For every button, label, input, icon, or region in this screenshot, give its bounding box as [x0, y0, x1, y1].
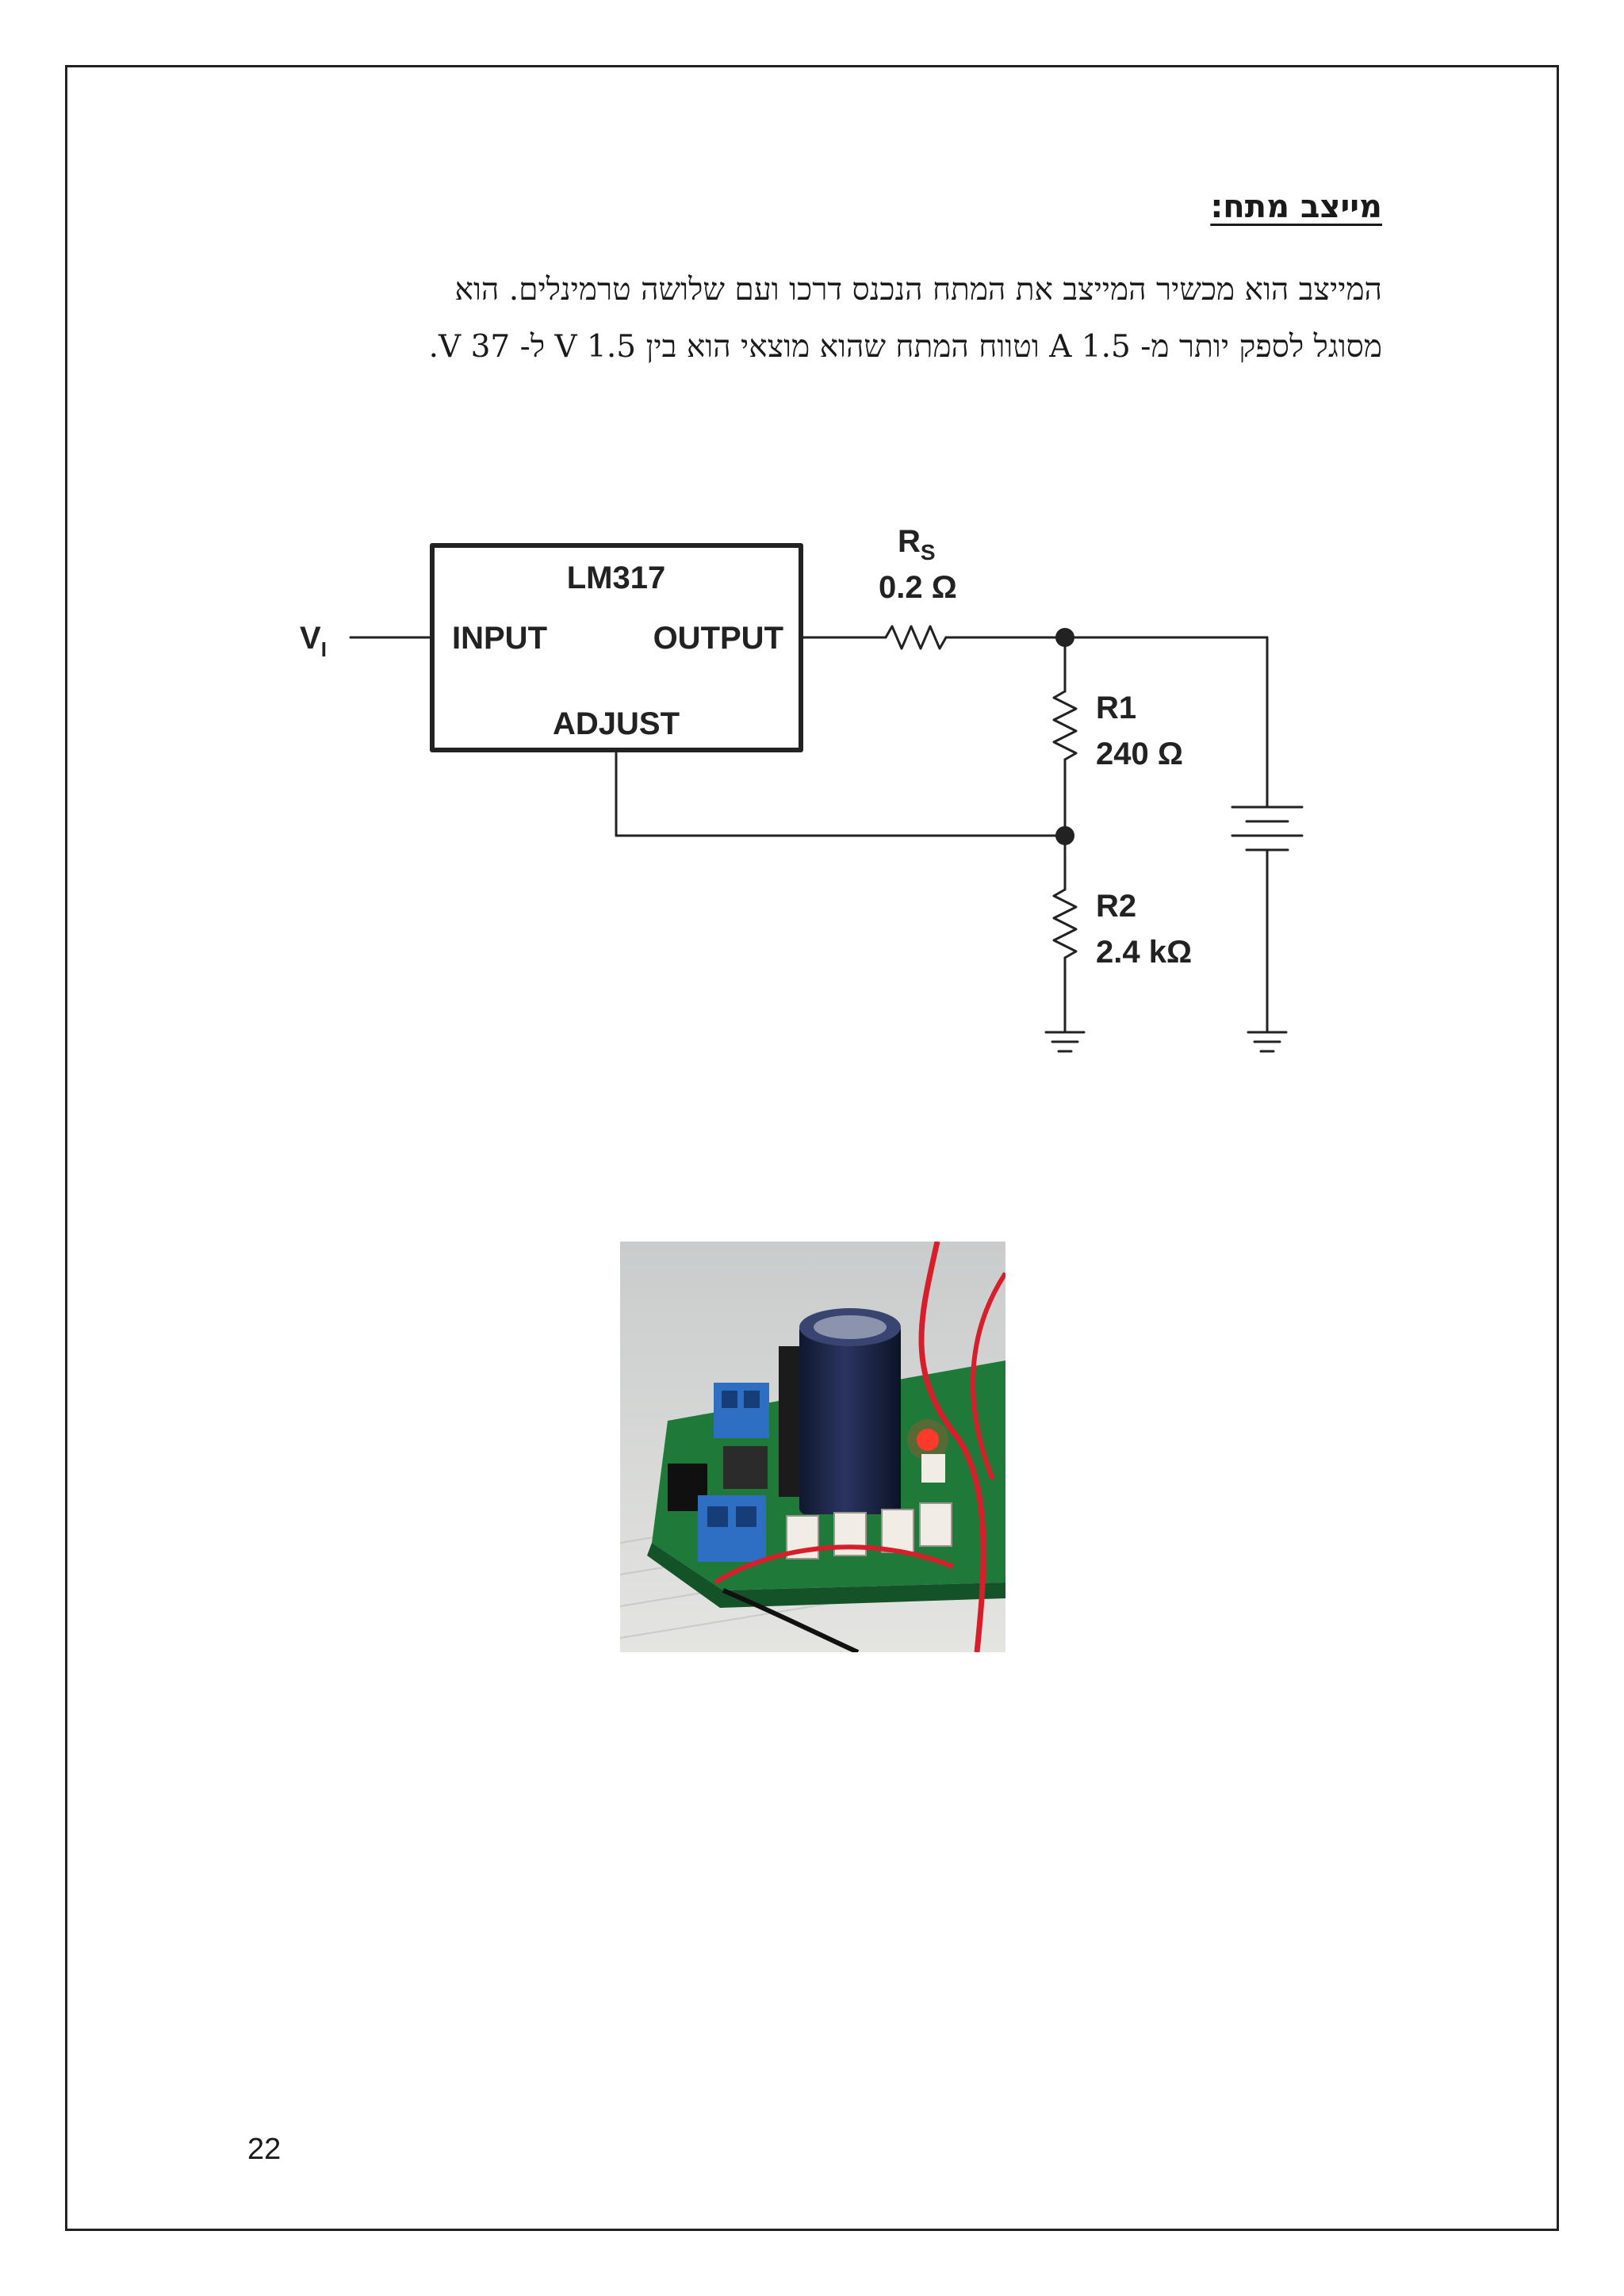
paragraph-line-2: מסוגל לספק יותר מ- 1.5 A וטווח המתח שהוא… — [428, 329, 1382, 365]
r1-name-label: R1 — [1096, 691, 1136, 725]
page-number: 22 — [247, 2133, 282, 2166]
page-frame — [65, 65, 1559, 2231]
rs-resistor — [884, 625, 948, 650]
pin-output-label: OUTPUT — [653, 621, 783, 656]
r1-resistor — [1052, 690, 1078, 761]
red-wire — [918, 1242, 986, 1652]
regulator-board-photo — [620, 1242, 1005, 1652]
black-wire — [722, 1588, 860, 1652]
vin-label: VI — [300, 621, 327, 661]
r2-resistor — [1052, 888, 1078, 959]
junction-middle — [1055, 826, 1074, 845]
chip-name: LM317 — [567, 561, 666, 595]
r1-value-label: 240 Ω — [1096, 737, 1183, 771]
terminal-block-top — [714, 1383, 769, 1438]
terminal-block-bottom — [698, 1495, 766, 1562]
pin-input-label: INPUT — [452, 621, 547, 656]
pin-adjust-label: ADJUST — [553, 706, 680, 741]
paragraph-line-1: המייצב הוא מכשיר המייצב את המתח הנכנס דר… — [454, 272, 1382, 308]
circuit-schematic: VI LM317 INPUT OUTPUT ADJUST RS 0.2 Ω R1… — [300, 524, 1304, 1053]
rs-name-label: RS — [898, 524, 936, 564]
junction-top — [1055, 628, 1074, 647]
rs-value-label: 0.2 Ω — [879, 570, 957, 605]
section-heading: מייצב מתח: — [1210, 189, 1382, 225]
red-led — [917, 1429, 939, 1451]
r2-name-label: R2 — [1096, 889, 1136, 924]
r2-value-label: 2.4 kΩ — [1096, 935, 1192, 970]
body-paragraph: המייצב הוא מכשיר המייצב את המתח הנכנס דר… — [232, 262, 1382, 376]
electrolytic-capacitor — [799, 1308, 901, 1514]
